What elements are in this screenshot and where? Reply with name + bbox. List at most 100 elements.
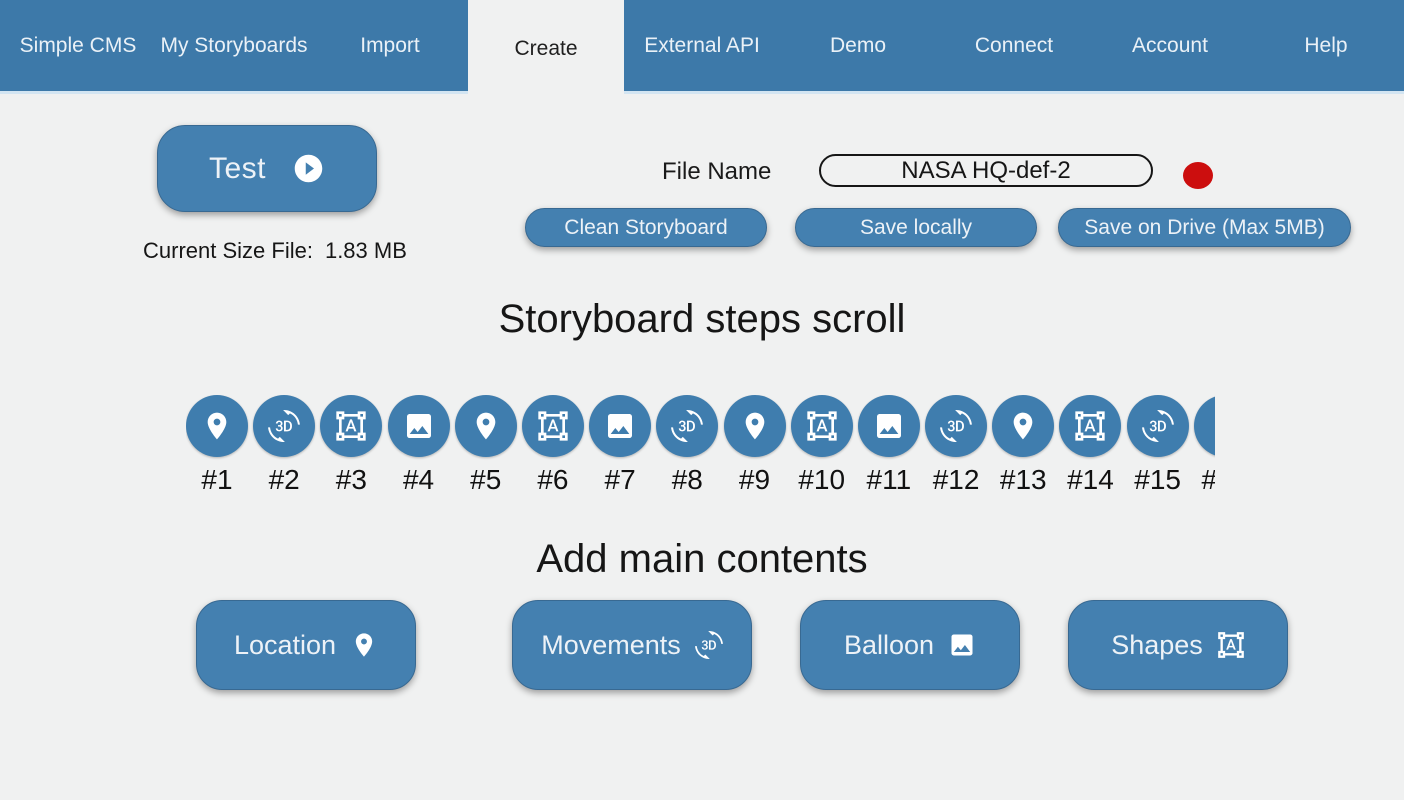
file-name-input[interactable] — [819, 154, 1153, 187]
nav-item-help[interactable]: Help — [1248, 0, 1404, 91]
content-button-label: Shapes — [1111, 629, 1203, 660]
location-icon — [350, 631, 378, 659]
contents-title: Add main contents — [536, 537, 868, 581]
step-circle-14[interactable] — [1059, 395, 1122, 457]
step-label: #3 — [335, 464, 367, 495]
nav-item-demo[interactable]: Demo — [780, 0, 936, 91]
location-icon — [201, 410, 233, 442]
storyboard-step: #1 — [186, 395, 248, 496]
step-label: #5 — [470, 464, 502, 495]
step-label: #13 — [999, 464, 1047, 495]
nav-item-my-storyboards[interactable]: My Storyboards — [156, 0, 312, 91]
step-label: #2 — [268, 464, 300, 495]
test-button[interactable]: Test — [157, 125, 377, 212]
save-on-drive-max-5mb-button[interactable]: Save on Drive (Max 5MB) — [1058, 208, 1351, 247]
step-circle-9[interactable] — [723, 395, 786, 457]
step-circle-13[interactable] — [992, 395, 1055, 457]
step-circle-7[interactable] — [589, 395, 652, 457]
step-circle-12[interactable] — [925, 395, 988, 457]
location-icon — [1007, 410, 1039, 442]
clean-storyboard-button[interactable]: Clean Storyboard — [525, 208, 767, 247]
action-button-label: Save on Drive (Max 5MB) — [1084, 215, 1325, 239]
movements-button[interactable]: Movements — [512, 600, 752, 690]
nav-item-create[interactable]: Create — [468, 0, 624, 97]
step-circle-8[interactable] — [656, 395, 719, 457]
format-shapes-icon — [537, 410, 569, 442]
nav-item-label: Connect — [974, 33, 1054, 57]
location-icon — [470, 410, 502, 442]
main-content: Test Current Size File: 1.83 MB File Nam… — [0, 94, 1404, 800]
nav-item-account[interactable]: Account — [1092, 0, 1248, 91]
step-circle-10[interactable] — [790, 395, 853, 457]
play-circle-icon — [292, 152, 325, 185]
step-label: #16 — [1201, 464, 1215, 496]
step-label: #8 — [671, 464, 703, 495]
nav-item-external-api[interactable]: External API — [624, 0, 780, 91]
nav-item-import[interactable]: Import — [312, 0, 468, 91]
nav-item-label: Create — [514, 36, 578, 60]
nav-item-label: Simple CMS — [19, 33, 137, 57]
location-icon — [739, 410, 771, 442]
step-label: #4 — [402, 464, 435, 495]
storyboard-step: #9 — [723, 395, 786, 496]
step-label: #9 — [738, 464, 771, 495]
storyboard-step: #4 — [387, 395, 450, 496]
step-circle-5[interactable] — [454, 395, 517, 457]
storyboard-step: #16 — [1193, 395, 1215, 496]
storyboard-step: #14 — [1059, 395, 1122, 496]
step-circle-6[interactable] — [521, 395, 584, 457]
storyboard-steps-scroll[interactable]: #1#2#3#4#5#6#7#8#9#10#11#12#13#14#15#16 — [186, 395, 1215, 497]
content-button-label: Location — [233, 629, 337, 660]
format-shapes-icon — [806, 410, 838, 442]
step-label: #14 — [1067, 464, 1114, 495]
location-button[interactable]: Location — [196, 600, 416, 690]
shapes-button[interactable]: Shapes — [1068, 600, 1288, 690]
image-icon — [948, 631, 976, 659]
location-icon — [1209, 410, 1215, 442]
status-dot — [1183, 162, 1213, 189]
nav-item-label: Account — [1132, 33, 1208, 57]
step-label: #11 — [866, 464, 912, 495]
storyboard-step: #5 — [454, 395, 517, 496]
nav-item-label: My Storyboards — [160, 33, 308, 57]
step-label: #10 — [798, 464, 846, 495]
storyboard-step: #8 — [656, 395, 719, 496]
test-button-label: Test — [208, 151, 267, 185]
content-button-label: Movements — [541, 629, 681, 660]
action-button-label: Clean Storyboard — [564, 215, 728, 239]
current-size-label: Current Size File: — [143, 238, 313, 263]
storyboard-title: Storyboard steps scroll — [498, 297, 906, 341]
format-shapes-icon — [335, 410, 367, 442]
image-icon — [873, 410, 905, 442]
steps-row: #1#2#3#4#5#6#7#8#9#10#11#12#13#14#15#16 — [186, 395, 1215, 496]
step-circle-11[interactable] — [857, 395, 920, 457]
step-circle-1[interactable] — [186, 395, 248, 457]
step-circle-15[interactable] — [1126, 395, 1189, 457]
3d-rotation-icon — [940, 410, 972, 442]
action-buttons: Clean Storyboard Save locally Save on Driv… — [0, 208, 1404, 247]
3d-rotation-icon — [694, 631, 723, 659]
step-circle-16[interactable] — [1193, 395, 1215, 457]
nav-item-label: External API — [644, 33, 760, 57]
current-size-text: Current Size File: 1.83 MB — [143, 238, 407, 264]
balloon-button[interactable]: Balloon — [800, 600, 1020, 690]
nav-item-simple-cms[interactable]: Simple CMS — [0, 0, 156, 91]
format-shapes-icon — [1074, 410, 1106, 442]
storyboard-step: #3 — [320, 395, 383, 496]
storyboard-step: #10 — [790, 395, 853, 496]
content-buttons: Location Movements Balloon Shapes — [0, 600, 1404, 690]
step-circle-3[interactable] — [320, 395, 383, 457]
storyboard-step: #15 — [1126, 395, 1189, 496]
file-name-label: File Name — [662, 158, 772, 185]
save-locally-button[interactable]: Save locally — [795, 208, 1037, 247]
storyboard-step: #13 — [992, 395, 1055, 496]
storyboard-step: #6 — [521, 395, 584, 496]
step-circle-4[interactable] — [387, 395, 450, 457]
content-button-label: Balloon — [843, 629, 935, 660]
3d-rotation-icon — [268, 410, 301, 442]
current-size-value: 1.83 MB — [324, 238, 407, 263]
nav-item-connect[interactable]: Connect — [936, 0, 1092, 91]
nav-item-label: Demo — [829, 33, 887, 57]
step-circle-2[interactable] — [253, 395, 316, 457]
